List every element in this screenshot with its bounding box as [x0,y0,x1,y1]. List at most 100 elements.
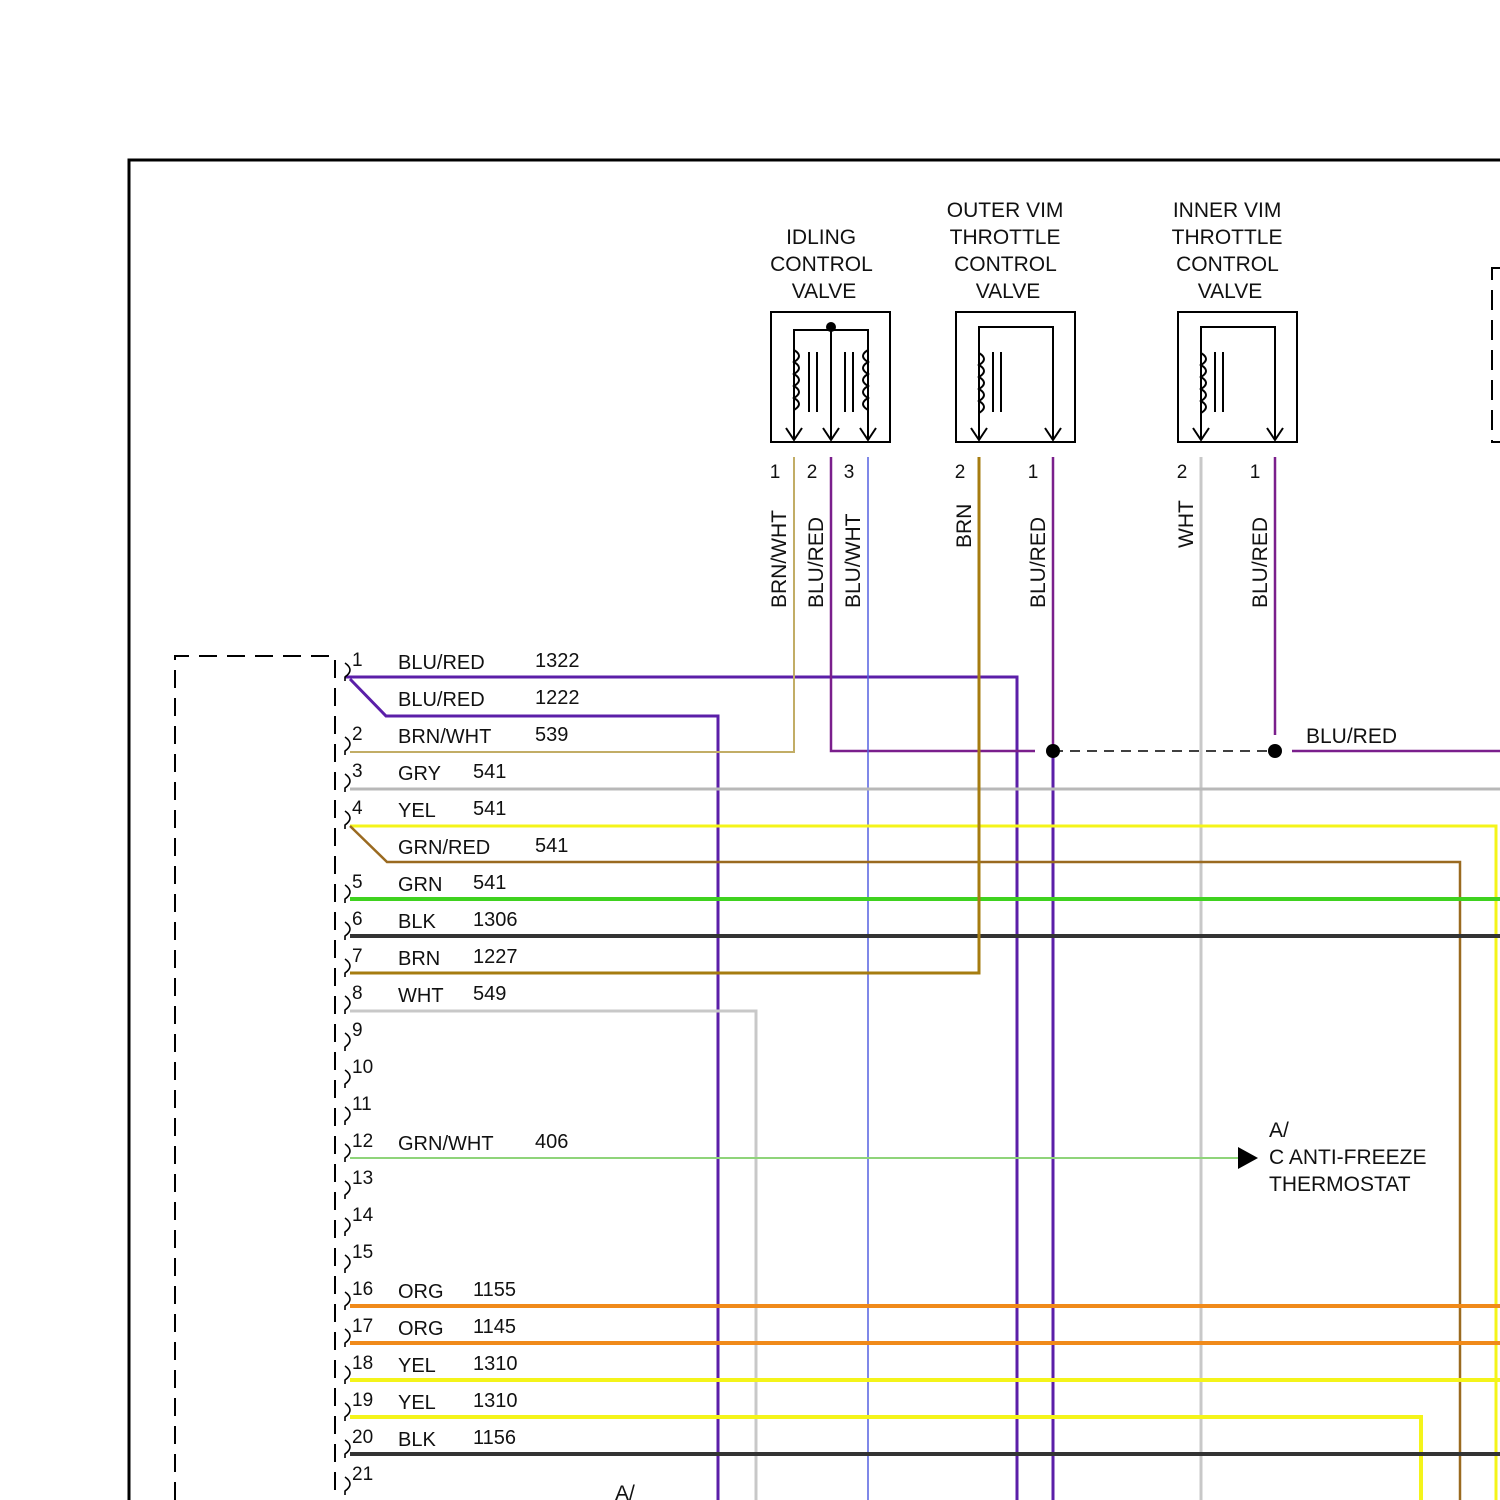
connector-cavity [345,1218,350,1236]
connector-circuit-number: 1156 [473,1427,516,1449]
connector-pin-number: 16 [352,1279,373,1300]
connector-cavity [345,1255,350,1273]
connector-cavity [345,1181,350,1199]
connector-wire-color: WHT [398,985,444,1007]
wire-label-inner-1: BLU/RED [1249,517,1272,608]
connector-circuit-number: 406 [535,1131,568,1153]
inner-pin-1: 1 [1250,462,1261,483]
bottom-partial-label: A/ [615,1482,635,1500]
connector-circuit-number: 541 [473,872,506,894]
title-line: IDLING [786,226,856,249]
connector-circuit-number: 1306 [473,909,518,931]
arrow-icon [1238,1147,1258,1169]
connector-wire-color: BLK [398,911,436,933]
connector-wire-color: YEL [398,1392,436,1414]
connector-circuit-number: 539 [535,724,568,746]
ecm-outline [175,656,335,1500]
connector-cavity [345,1070,350,1088]
wire-label-idle-1: BRN/WHT [768,510,791,608]
connector-wire-color: BLU/RED [398,689,485,711]
connector-cavity [345,1329,350,1347]
connector-wire-color: GRN/RED [398,837,490,859]
wire-label-outer-2: BRN [953,504,976,548]
connector-pin-number: 9 [352,1020,363,1041]
title-line: INNER VIM [1173,199,1282,222]
inner-vim-valve-title: INNER VIM THROTTLE CONTROL VALVE [1172,199,1289,303]
connector-pin-number: 8 [352,983,363,1004]
title-line: VALVE [792,280,857,303]
connector-circuit-number: 549 [473,983,506,1005]
connector-cavity [345,1107,350,1125]
connector-pin-number: 4 [352,798,363,819]
title-line: THROTTLE [950,226,1061,249]
connector-pin-number: 5 [352,872,363,893]
connector-pin-number: 19 [352,1390,373,1411]
connector-cavity [345,885,350,903]
splice-dot [1268,744,1282,758]
connector-circuit-number: 1227 [473,946,518,968]
connector-pin-number: 6 [352,909,363,930]
connector-pin-number: 2 [352,724,363,745]
connector-circuit-number: 1155 [473,1279,516,1301]
partial-component-box [1492,268,1500,442]
connector-cavity [345,1366,350,1384]
idle-pin-2: 2 [807,462,818,483]
connector-circuit-number: 1310 [473,1390,518,1412]
connector-circuit-number: 541 [473,761,506,783]
connector-cavities [345,663,350,1495]
wire-label-outer-1: BLU/RED [1027,517,1050,608]
connector-pin-number: 10 [352,1057,373,1078]
inner-vim-valve-symbol [1178,312,1297,442]
title-line: VALVE [1198,280,1263,303]
connector-pin-number: 3 [352,761,363,782]
wire-wht-549 [350,1011,756,1500]
wire-label-idle-2: BLU/RED [805,517,828,608]
connector-pin-number: 13 [352,1168,373,1189]
connector-pin-number: 7 [352,946,363,967]
connector-circuit-number: 1145 [473,1316,516,1338]
connector-cavity [345,1292,350,1310]
title-line: THROTTLE [1172,226,1283,249]
ac-label-line: THERMOSTAT [1269,1173,1411,1196]
connector-pin-number: 21 [352,1464,373,1485]
connector-cavity [345,811,350,829]
connector-wire-color: BLU/RED [398,652,485,674]
connector-circuit-number: 541 [535,835,568,857]
connector-wire-color: ORG [398,1318,444,1340]
connector-pin-number: 1 [352,650,363,671]
connector-cavity [345,737,350,755]
connector-pin-number: 11 [352,1094,372,1115]
outer-vim-valve-symbol [956,312,1075,442]
splice-wire-label: BLU/RED [1306,725,1397,748]
idle-pin-1: 1 [770,462,781,483]
title-line: CONTROL [954,253,1056,276]
connector-wire-color: BLK [398,1429,436,1451]
outer-vim-valve-title: OUTER VIM THROTTLE CONTROL VALVE [947,199,1070,303]
wire-label-idle-3: BLU/WHT [842,513,865,608]
ac-label-line: A/ [1269,1119,1289,1142]
splice-dot [1046,744,1060,758]
connector-wire-color: BRN [398,948,440,970]
connector-circuit-number: 1322 [535,650,580,672]
connector-cavity [345,1440,350,1458]
connector-circuit-number: 541 [473,798,506,820]
outer-pin-2: 2 [955,462,966,483]
connector-pin-number: 18 [352,1353,373,1374]
idle-pin-3: 3 [844,462,855,483]
connector-cavity [345,1403,350,1421]
ac-label-line: C ANTI-FREEZE [1269,1146,1427,1169]
outer-pin-1: 1 [1028,462,1039,483]
connector-cavity [345,922,350,940]
connector-wire-color: GRY [398,763,441,785]
connector-pin-number: 20 [352,1427,373,1448]
junction-dot [826,322,836,332]
connector-cavity [345,1144,350,1162]
connector-wire-color: BRN/WHT [398,726,491,748]
connector-cavity [345,1477,350,1495]
title-line: CONTROL [1176,253,1278,276]
connector-cavity [345,996,350,1014]
connector-cavity [345,959,350,977]
title-line: VALVE [976,280,1041,303]
